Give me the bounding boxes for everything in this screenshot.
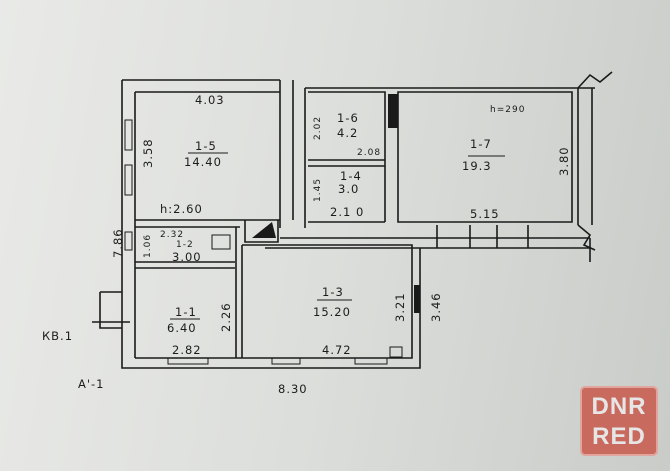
room-id: 1-5 xyxy=(195,139,217,153)
walls xyxy=(92,71,613,369)
dim: 5.15 xyxy=(470,207,500,221)
room-id: 1-1 xyxy=(175,305,197,319)
room-area: 19.3 xyxy=(462,159,492,173)
room-area: 4.2 xyxy=(337,126,358,140)
ceiling-height: h=290 xyxy=(490,105,525,115)
dim: 2.1 0 xyxy=(330,205,364,219)
dim: 3.58 xyxy=(141,138,155,168)
room-area: 3.0 xyxy=(338,182,359,196)
dim: 1.45 xyxy=(313,178,323,202)
dim: 4.03 xyxy=(195,93,225,107)
dim: 2.02 xyxy=(313,116,323,140)
room-id: 1-7 xyxy=(470,137,492,151)
dim: 1.06 xyxy=(143,234,153,258)
apartment-label: КВ.1 xyxy=(42,329,73,343)
dim: 2.26 xyxy=(219,302,233,332)
dim: 3.21 xyxy=(393,292,407,322)
logo-line-1: DNR xyxy=(591,393,647,420)
dim: 2.08 xyxy=(357,148,381,158)
dim: 3.80 xyxy=(557,146,571,176)
dim: 8.30 xyxy=(278,382,308,396)
room-area: 3.00 xyxy=(172,250,202,264)
room-area: 15.20 xyxy=(313,305,351,319)
room-1-4: 1-4 3.0 xyxy=(338,169,362,196)
room-1-2: 1-2 3.00 xyxy=(172,240,202,264)
room-1-6: 1-6 4.2 xyxy=(337,111,359,140)
logo-line-2: RED xyxy=(592,423,646,450)
room-area: 14.40 xyxy=(184,155,222,169)
watermark-logo: DNR RED xyxy=(580,386,658,456)
room-id: 1-4 xyxy=(340,169,362,183)
dim: 3.46 xyxy=(429,292,443,322)
room-1-7: 1-7 19.3 xyxy=(462,137,505,173)
dim: 2.82 xyxy=(172,343,202,357)
room-1-5: 1-5 14.40 xyxy=(184,139,228,169)
room-1-3: 1-3 15.20 xyxy=(313,285,352,319)
dim: 7.86 xyxy=(111,228,125,258)
dimensions: 4.03 3.58 h:2.60 7.86 2.02 2.08 1.45 2.1… xyxy=(42,93,571,396)
ceiling-height: h:2.60 xyxy=(160,202,203,216)
dim: 4.72 xyxy=(322,343,352,357)
room-area: 6.40 xyxy=(167,321,197,335)
letter-label: А'-1 xyxy=(78,377,105,391)
room-id: 1-6 xyxy=(337,111,359,125)
room-1-1: 1-1 6.40 xyxy=(167,305,200,335)
dim: 2.32 xyxy=(160,230,184,240)
room-id: 1-3 xyxy=(322,285,344,299)
room-id: 1-2 xyxy=(176,240,194,250)
